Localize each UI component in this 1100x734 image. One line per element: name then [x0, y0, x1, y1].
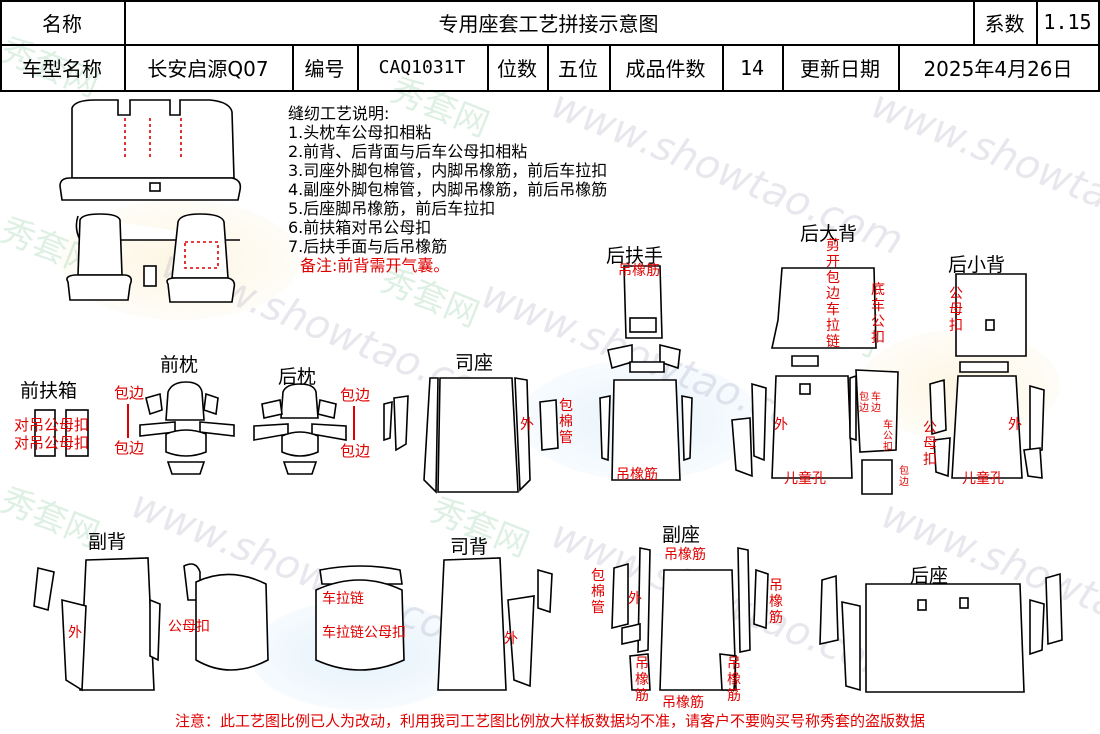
front-armrest-parts [34, 409, 89, 457]
annot-diao-xiang-jin: 吊橡筋 [662, 695, 704, 711]
label-rear-seat: 后座 [910, 565, 949, 587]
note-item: 2.前背、后背面与后车公母扣相粘 [288, 142, 528, 161]
annot-wai: 外 [520, 417, 534, 433]
note-item: 6.前扶箱对吊公母扣 [288, 218, 432, 237]
bao-bian-arrow [127, 404, 129, 438]
bao-bian-arrow [353, 406, 355, 440]
label-driver-back: 司背 [450, 536, 489, 558]
annot-che-la-lian: 车拉链 [322, 591, 364, 607]
annot-mid-col1: 包边 [859, 392, 869, 414]
note-item: 4.副座外脚包棉管，内脚吊橡筋，前后吊橡筋 [288, 180, 608, 199]
passenger-back-parts [33, 557, 269, 692]
annot-diao-xiang-jin: 吊橡筋 [616, 467, 658, 483]
annot-wai: 外 [628, 591, 642, 607]
rear-small-back-parts [929, 273, 1045, 479]
annot-diao-xiang-jin: 吊橡筋 [635, 656, 649, 704]
annot-dui-diao: 对吊公母扣 [14, 416, 90, 434]
annot-bao-mian-guan: 包棉管 [591, 568, 605, 616]
annot-wai: 外 [68, 625, 82, 641]
annot-jian-kai: 剪开包边车拉链 [826, 238, 840, 350]
note-item: 7.后扶手面与后吊橡筋 [288, 237, 448, 256]
coef-value: 1.15 [1043, 10, 1092, 34]
driver-back-parts [315, 557, 553, 691]
note-item: 3.司座外脚包棉管，内脚吊橡筋，前后车拉扣 [288, 161, 608, 180]
label-front-armrest: 前扶箱 [20, 380, 78, 402]
annot-mid-col2: 车边 [871, 392, 881, 414]
model-label: 车型名称 [22, 57, 102, 81]
label-driver-seat: 司座 [455, 352, 494, 374]
annot-er-tong-kong: 儿童孔 [962, 471, 1004, 487]
code-label: 编号 [304, 57, 345, 81]
coef-label: 系数 [984, 11, 1025, 36]
rear-big-back-parts [731, 267, 899, 495]
date-value: 2025年4月26日 [923, 57, 1073, 81]
label-passenger-back: 副背 [88, 531, 127, 553]
note-item: 1.头枕车公母扣相粘 [288, 123, 432, 142]
pieces-value: 14 [739, 55, 765, 80]
annot-bao-bian: 包边 [114, 439, 145, 457]
label-rear-big-back: 后大背 [800, 223, 858, 245]
label-rear-armrest: 后扶手 [606, 245, 664, 267]
front-seat-overview [66, 213, 236, 303]
notes-remark: 备注:前背需开气囊。 [300, 256, 450, 275]
pieces-label: 成品件数 [625, 57, 706, 81]
annot-bao-mian-guan: 包棉管 [559, 398, 573, 446]
rear-armrest-parts [599, 265, 693, 481]
annot-dui-diao: 对吊公母扣 [14, 434, 90, 452]
annot-wai: 外 [774, 417, 788, 433]
footer-warning: 注意：此工艺图比例已人为改动，利用我司工艺图比例放大样板数据均不准，请客户不要购… [174, 712, 925, 730]
notes-title: 缝纫工艺说明: [288, 104, 390, 123]
annot-bao-bian: 包边 [340, 442, 371, 460]
rear-headrest-parts [253, 383, 347, 475]
note-item: 5.后座脚吊橡筋，前后车拉扣 [288, 199, 496, 218]
seats-label: 位数 [497, 57, 537, 81]
annot-diao-xiang-jin: 吊橡筋 [769, 578, 783, 626]
label-rear-small-back: 后小背 [948, 254, 1006, 276]
rear-seat-parts [819, 572, 1063, 693]
annot-bao-bian: 包边 [114, 384, 145, 402]
annot-che-la-lian-gmk: 车拉链公母扣 [322, 625, 406, 641]
name-label: 名称 [42, 11, 82, 36]
annot-er-tong-kong: 儿童孔 [784, 471, 826, 487]
date-label: 更新日期 [800, 57, 880, 81]
label-rear-headrest: 后枕 [278, 366, 317, 388]
annot-diao-xiang-jin: 吊橡筋 [727, 656, 741, 704]
code-value: CAQ1031T [378, 57, 466, 78]
annot-diao-xiang-jin: 吊橡筋 [664, 547, 706, 563]
model-value: 长安启源Q07 [147, 57, 269, 81]
driver-seat-parts [383, 377, 559, 494]
annot-wai: 外 [1008, 417, 1022, 433]
annot-bao-bian: 包边 [340, 386, 371, 404]
annot-mid-col4: 包边 [899, 466, 909, 488]
annot-rear-small-gmk: 公母扣 [949, 286, 963, 334]
label-front-headrest: 前枕 [160, 354, 199, 376]
annot-small-right-gmk: 公母扣 [923, 420, 937, 468]
annot-di-che: 底车公扣 [871, 282, 885, 346]
label-passenger-seat: 副座 [662, 524, 701, 546]
annot-diao-xiang-jin: 吊橡筋 [618, 263, 660, 279]
annot-gong-mu-kou: 公母扣 [168, 619, 210, 635]
passenger-seat-parts [611, 547, 769, 691]
sewing-notes: 缝纫工艺说明: 1.头枕车公母扣相粘 2.前背、后背面与后车公母扣相粘 3.司座… [288, 104, 607, 275]
page-title: 专用座套工艺拼接示意图 [438, 11, 659, 36]
annot-mid-col3: 车公扣 [883, 420, 893, 453]
seats-value: 五位 [558, 57, 598, 81]
front-headrest-parts [139, 381, 235, 475]
annot-wai: 外 [504, 631, 518, 647]
